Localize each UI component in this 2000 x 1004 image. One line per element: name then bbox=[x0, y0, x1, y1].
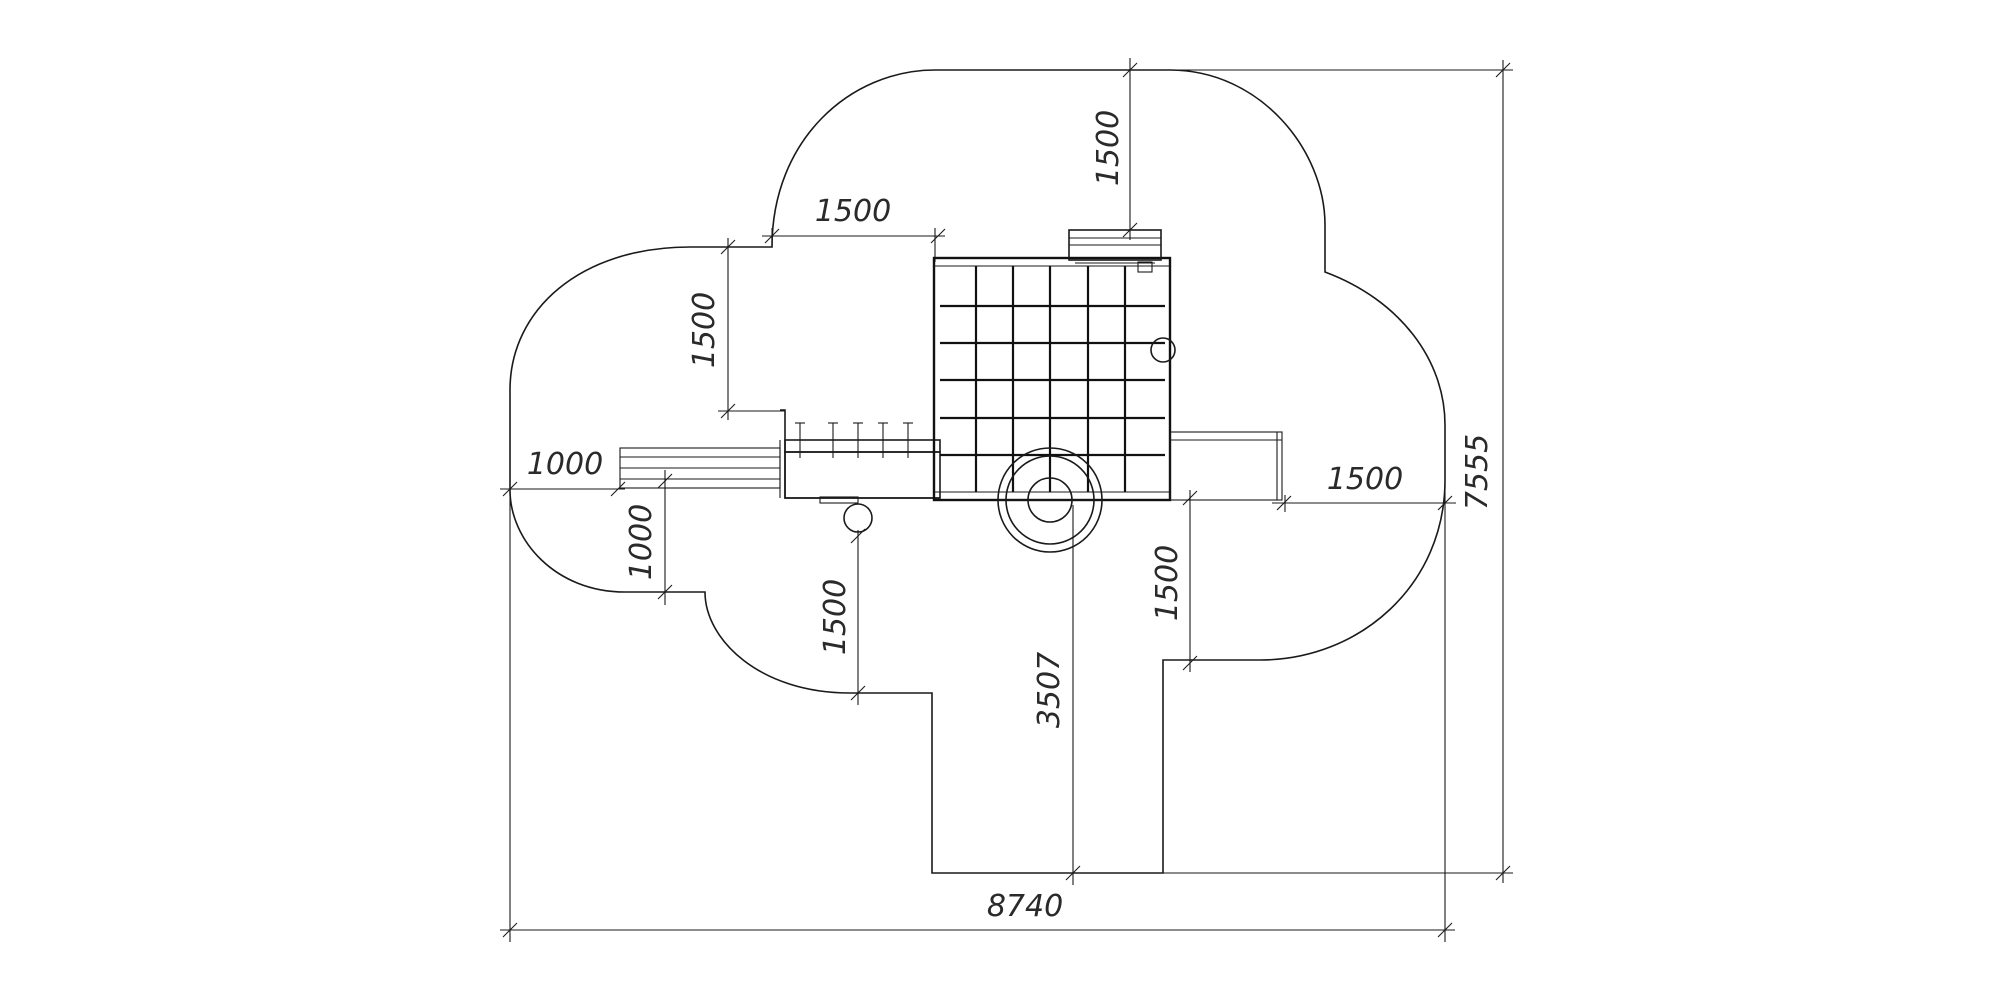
dimension-left-offset: 1000 bbox=[500, 447, 626, 497]
dimension-overall-width: 8740 bbox=[500, 485, 1455, 942]
dimension-overall-height: 7555 bbox=[1163, 60, 1513, 883]
dimension-label-top-offset: 1500 bbox=[1091, 110, 1126, 186]
bridge-section bbox=[780, 409, 941, 504]
play-equipment bbox=[619, 229, 1283, 553]
dimension-left-lower-step: 1000 bbox=[624, 470, 673, 605]
dimension-label-left-vertical-step: 1500 bbox=[687, 292, 722, 368]
safety-zone-outline bbox=[509, 69, 1446, 874]
dimension-top-offset: 1500 bbox=[1091, 58, 1138, 240]
dimension-label-left-lower-step: 1000 bbox=[624, 504, 659, 580]
dimension-label-left-offset: 1000 bbox=[527, 447, 603, 482]
main-tower-net bbox=[932, 256, 1172, 502]
dimension-label-overall-height: 7555 bbox=[1460, 434, 1495, 510]
dimension-lower-left-vertical: 1500 bbox=[818, 528, 866, 705]
dimension-label-lower-left-vertical: 1500 bbox=[818, 579, 853, 655]
dimension-label-top-left-step: 1500 bbox=[815, 194, 891, 229]
left-ramp bbox=[619, 440, 781, 498]
climbing-wheel bbox=[997, 447, 1103, 553]
dimension-label-right-offset: 1500 bbox=[1327, 462, 1403, 497]
top-platform bbox=[1068, 229, 1162, 273]
dimension-center-bottom: 3507 bbox=[1032, 505, 1081, 885]
dimension-top-left-step: 1500 bbox=[762, 194, 946, 262]
round-stepping-post bbox=[843, 503, 873, 533]
dimension-right-offset: 1500 bbox=[1272, 462, 1456, 512]
side-handle bbox=[1150, 337, 1176, 363]
dimension-label-center-bottom: 3507 bbox=[1032, 652, 1067, 728]
right-slide bbox=[1169, 431, 1283, 501]
dimension-label-right-vertical: 1500 bbox=[1150, 545, 1185, 621]
dimension-right-vertical: 1500 bbox=[1150, 490, 1198, 672]
dimension-label-overall-width: 8740 bbox=[987, 889, 1063, 924]
dimension-left-vertical-step: 1500 bbox=[687, 238, 785, 420]
